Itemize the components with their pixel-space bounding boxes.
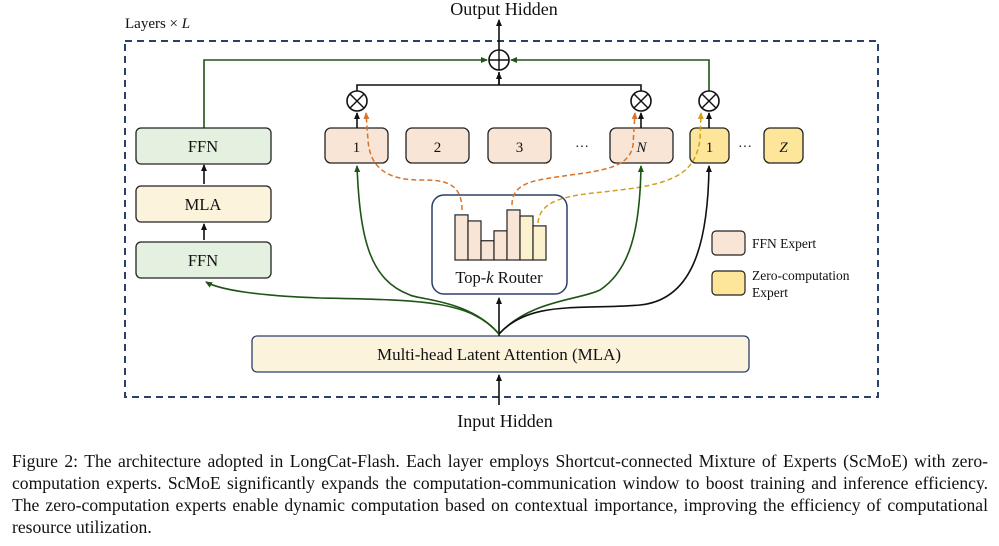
figure-caption: Figure 2: The architecture adopted in Lo… bbox=[12, 451, 988, 537]
mla-to-expert-n-curve bbox=[498, 165, 644, 335]
router-score-bar bbox=[532, 225, 547, 261]
router-label-prefix: Top- bbox=[455, 268, 486, 287]
zero-expert-label: 1 bbox=[706, 140, 714, 156]
zero-expert-sum-line bbox=[510, 57, 710, 94]
dense-shortcut-line bbox=[203, 57, 488, 128]
ffn-expert-N: N bbox=[609, 127, 674, 164]
dense-box-label: MLA bbox=[185, 195, 222, 214]
layers-label: Layers × L bbox=[125, 16, 190, 32]
zero-expert-1: 1 bbox=[689, 127, 730, 164]
zero-expert-Z: Z bbox=[763, 127, 804, 164]
multiply-node bbox=[698, 90, 720, 112]
multiply-node bbox=[630, 90, 652, 112]
ffn-expert-label: 3 bbox=[516, 140, 524, 156]
route-curve-expert-1 bbox=[363, 112, 463, 211]
route-curve-expert-n bbox=[511, 112, 638, 206]
zero-ellipsis: ··· bbox=[738, 140, 752, 155]
layers-var: L bbox=[181, 16, 190, 32]
ffn-expert-3: 3 bbox=[487, 127, 552, 164]
dense-box-label: FFN bbox=[188, 251, 218, 270]
multiply-node bbox=[346, 90, 368, 112]
sum-node bbox=[488, 49, 510, 71]
legend-swatch-ffn bbox=[711, 230, 746, 256]
ffn-expert-label: 2 bbox=[434, 140, 442, 156]
ffn-expert-label: N bbox=[635, 140, 647, 156]
ffn-ellipsis: ··· bbox=[575, 140, 589, 155]
mla-main-label: Multi-head Latent Attention (MLA) bbox=[377, 345, 621, 364]
legend-label-zero-line2: Expert bbox=[752, 285, 788, 300]
router-score-bar bbox=[506, 209, 521, 261]
legend-swatch-zero bbox=[711, 270, 746, 296]
output-hidden-label: Output Hidden bbox=[450, 0, 558, 19]
architecture-diagram: Output Hidden Layers × L FFN MLA FFN 1 2 3 N 1… bbox=[124, 0, 879, 431]
router-label: Top-k Router bbox=[455, 268, 543, 287]
mla-main-box bbox=[251, 335, 750, 373]
router-score-bar bbox=[480, 240, 495, 261]
router-score-bar bbox=[519, 215, 534, 261]
dense-box-label: FFN bbox=[188, 137, 218, 156]
ffn-expert-2: 2 bbox=[405, 127, 470, 164]
mla-to-zero-expert-curve bbox=[498, 165, 712, 335]
legend: FFN Expert Zero-computation Expert bbox=[711, 230, 850, 300]
ffn-expert-1: 1 bbox=[324, 127, 389, 164]
dense-ffn-box-2: FFN bbox=[135, 241, 272, 279]
input-hidden-label: Input Hidden bbox=[457, 411, 552, 431]
mla-to-expert-1-curve bbox=[354, 165, 500, 335]
router-score-bar bbox=[493, 230, 508, 261]
layer-frame bbox=[124, 40, 879, 398]
ffn-expert-label: 1 bbox=[353, 140, 361, 156]
dense-ffn-box-0: FFN bbox=[135, 127, 272, 165]
layers-label-text: Layers × bbox=[125, 16, 182, 32]
legend-label-ffn: FFN Expert bbox=[752, 236, 816, 251]
router-label-suffix: Router bbox=[494, 268, 544, 287]
route-curve-zero-expert bbox=[537, 112, 704, 224]
router-label-var: k bbox=[486, 268, 494, 287]
router-score-bar bbox=[467, 220, 482, 261]
mla-to-dense-ffn-curve bbox=[205, 281, 500, 335]
dense-mla-box-1: MLA bbox=[135, 185, 272, 223]
zero-expert-label: Z bbox=[779, 140, 788, 156]
router-score-bar bbox=[454, 214, 469, 261]
legend-label-zero-line1: Zero-computation bbox=[752, 268, 850, 283]
